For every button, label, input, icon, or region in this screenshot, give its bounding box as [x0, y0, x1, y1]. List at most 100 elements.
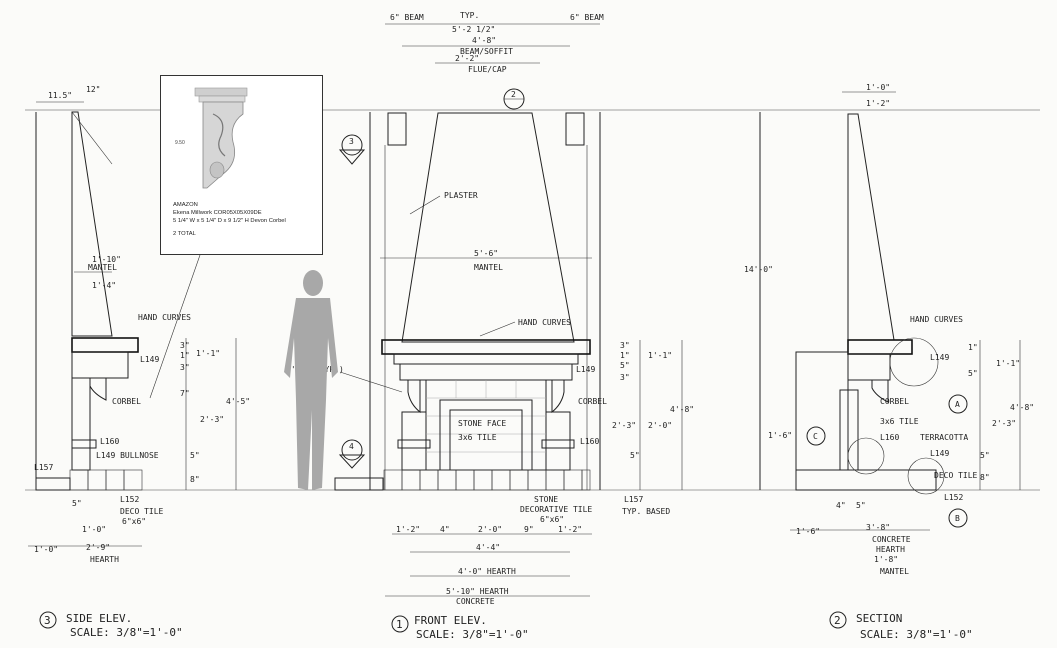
side-bottom-dim-0: 5" [72, 499, 82, 508]
corbel-right [551, 379, 565, 414]
section-bottom-dim-0: 4" [836, 501, 846, 510]
front-bottom-dim-6: 4'-0" HEARTH [458, 567, 516, 576]
front-deco-tile-label: DECORATIVE TILE [520, 505, 592, 514]
side-right-dim-7: 5" [190, 451, 200, 460]
mantel-width: 5'-6" [474, 249, 498, 258]
front-top-dim-3: 5'-2 1/2" [452, 25, 495, 34]
section-marker-b: B [955, 514, 960, 523]
front-bottom-dim-3: 9" [524, 525, 534, 534]
front-bottom-dim-7: 5'-10" HEARTH [446, 587, 509, 596]
front-l157: L157 [624, 495, 643, 504]
section-hearth [795, 469, 937, 491]
section-right-dim-1: 1'-1" [996, 359, 1020, 368]
section-view: 1'-0" 1'-2" 14'-0" HAND CURVES L149 CORB… [744, 83, 1034, 641]
side-right-dim-4: 7" [180, 389, 190, 398]
side-l157: L157 [34, 463, 53, 472]
front-l149: L149 [576, 365, 595, 374]
plaster-hood [401, 112, 575, 343]
front-caption: FRONT ELEV. [414, 614, 487, 627]
marker-4: 4 [349, 442, 354, 451]
front-right-dim-0: 3" [620, 341, 630, 350]
section-right-dim-4: 4'-8" [1010, 403, 1034, 412]
front-typ-based: TYP. BASED [622, 507, 670, 516]
side-right-dim-3: 3" [180, 363, 190, 372]
tile-3x6-label: 3x6 TILE [458, 433, 497, 442]
side-d2: 1'-4" [92, 281, 116, 290]
front-deco-size: 6"x6" [540, 515, 564, 524]
section-caption-num: 2 [834, 614, 841, 627]
stone-face-label: STONE FACE [458, 419, 506, 428]
marker-2: 2 [511, 90, 516, 99]
front-top-dim-2: 6" BEAM [570, 13, 604, 22]
side-top-dim-1: 12" [86, 85, 100, 94]
side-mantel-d: 1'-10" [92, 255, 121, 264]
side-hood [71, 111, 113, 337]
front-right-dim-3: 1'-1" [648, 351, 672, 360]
section-bottom-dim-3: 3'-8" [866, 523, 890, 532]
side-caption-num: 3 [44, 614, 51, 627]
section-corbel: CORBEL [880, 397, 909, 406]
side-deco-size: 6"x6" [122, 517, 146, 526]
section-bottom-dim-2: 1'-6" [796, 527, 820, 536]
side-right-dim-0: 3" [180, 341, 190, 350]
section-l152: L152 [944, 493, 963, 502]
section-right-dim-3: 2'-3" [992, 419, 1016, 428]
product-vendor: AMAZON [173, 202, 198, 208]
side-bottom-dim-3: 2'-9" [86, 543, 110, 552]
front-bottom-dim-5: 4'-4" [476, 543, 500, 552]
front-top-dim-4: 4'-8" [472, 36, 496, 45]
side-right-dim-6: 4'-5" [226, 397, 250, 406]
front-elevation: 6" BEAM TYP. 6" BEAM 5'-2 1/2" 4'-8" BEA… [286, 11, 694, 641]
front-l160: L160 [580, 437, 599, 446]
front-bottom-dim-8: CONCRETE [456, 597, 495, 606]
front-bottom-dim-2: 2'-0" [478, 525, 502, 534]
section-right-dim-6: 8" [980, 473, 990, 482]
side-right-dim-5: 2'-3" [200, 415, 224, 424]
front-right-dim-4: 3" [620, 373, 630, 382]
section-hood [847, 113, 895, 341]
side-l149: L149 [140, 355, 159, 364]
front-top-dim-6: 2'-2" [455, 54, 479, 63]
corbel-left [407, 379, 421, 414]
side-corbel-label: CORBEL [112, 397, 141, 406]
front-right-dim-6: 2'-3" [612, 421, 636, 430]
section-l149: L149 [930, 353, 949, 362]
front-scale: SCALE: 3/8"=1'-0" [416, 628, 529, 641]
section-marker-a: A [955, 400, 960, 409]
front-bottom-dim-1: 4" [440, 525, 450, 534]
corbel-image-dim: 9.50 [175, 140, 185, 146]
section-hand-curves: HAND CURVES [910, 315, 963, 324]
side-bottom-dim-4: HEARTH [90, 555, 119, 564]
section-right-dim-0: 1" [968, 343, 978, 352]
corbel-product-card: 9.50 AMAZON Ekena Millwork COR05X05X09DE… [160, 75, 323, 255]
front-deco-tile-band [383, 469, 591, 491]
side-elevation: 11.5" 12" 1'-10" MANTEL 1'-4" HAND CURVE… [28, 85, 250, 639]
side-right-dim-2: 1'-1" [196, 349, 220, 358]
human-scale-figure [284, 270, 338, 490]
side-bottom-dim-1: 1'-0" [82, 525, 106, 534]
front-top-dim-7: FLUE/CAP [468, 65, 507, 74]
side-mantel-shelf [71, 337, 139, 353]
side-right-dim-8: 8" [190, 475, 200, 484]
side-l152: L152 [120, 495, 139, 504]
front-right-dim-1: 1" [620, 351, 630, 360]
hand-curves-label: HAND CURVES [518, 318, 571, 327]
side-corbel [89, 377, 107, 401]
corbel-product-image: 9.50 [175, 87, 248, 189]
product-dims: 5 1/4" W x 5 1/4" D x 9 1/2" H Devon Cor… [173, 218, 286, 224]
front-caption-num: 1 [396, 618, 403, 631]
section-caption: SECTION [856, 612, 902, 625]
side-right-dim-1: 1" [180, 351, 190, 360]
section-markers: 2 3 4 [338, 88, 525, 469]
beam-right [565, 112, 585, 146]
side-l160: L160 [100, 437, 119, 446]
section-right-dim-2: 5" [968, 369, 978, 378]
section-bottom-dim-1: 5" [856, 501, 866, 510]
mantel-label: MANTEL [474, 263, 503, 272]
front-right-dim-5: 2'-0" [648, 421, 672, 430]
front-top-dim-0: 6" BEAM [390, 13, 424, 22]
front-top-dim-5: BEAM/SOFFIT [460, 47, 513, 56]
product-model: Ekena Millwork COR05X05X09DE [173, 210, 262, 216]
section-bottom-dim-5: HEARTH [876, 545, 905, 554]
marker-3: 3 [349, 137, 354, 146]
